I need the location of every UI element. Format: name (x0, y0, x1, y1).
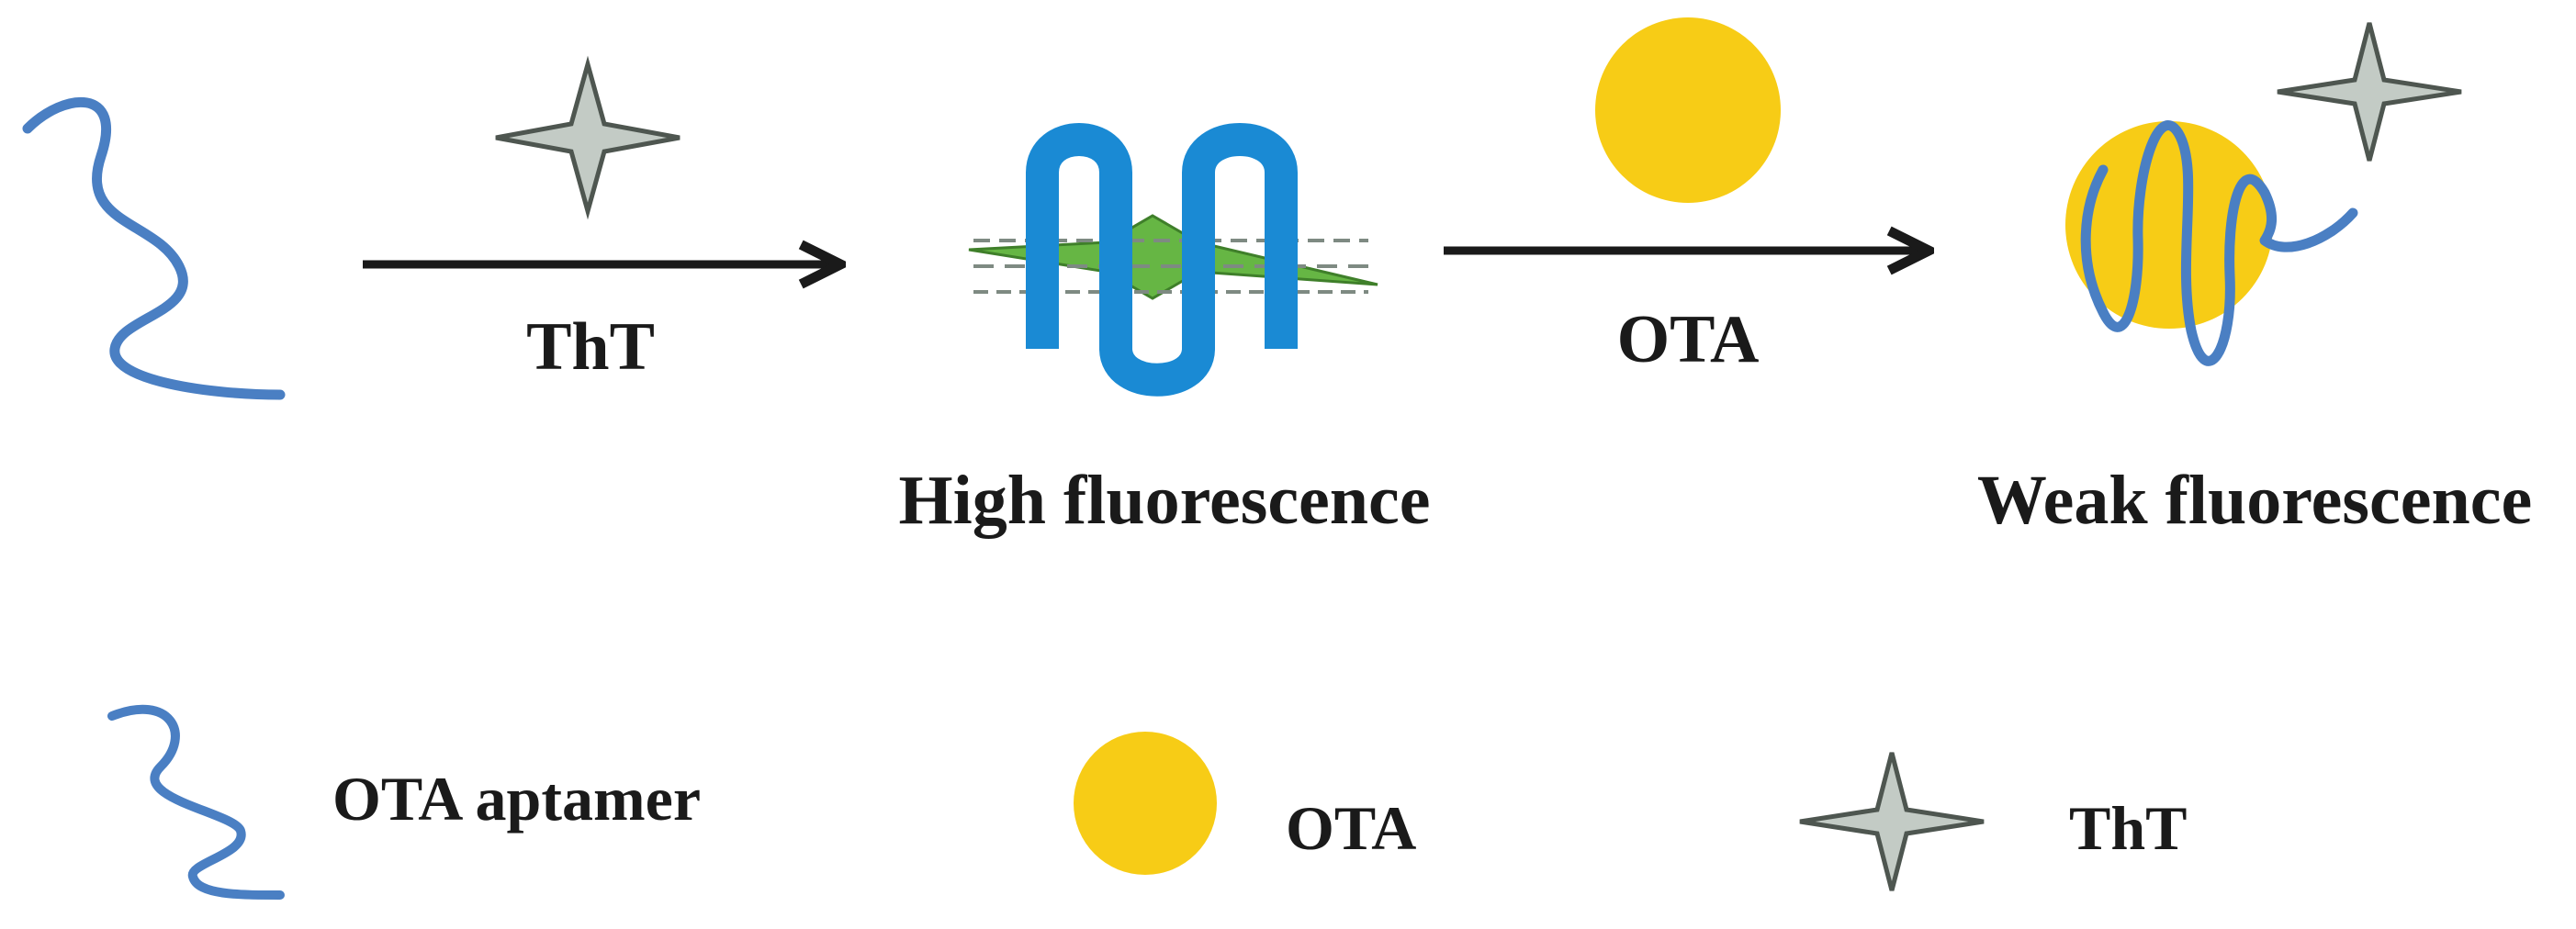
ota-circle-icon (1595, 17, 1781, 203)
tht-star-icon (495, 55, 681, 220)
ota-aptamer-complex-icon (2065, 22, 2462, 366)
tht-arrow-label: ThT (526, 309, 655, 385)
legend-aptamer-label: OTA aptamer (332, 764, 701, 834)
free-aptamer-icon (22, 96, 286, 400)
folded-aptamer (1026, 123, 1298, 397)
legend-tht-icon (1799, 752, 1985, 891)
legend-aptamer-icon (107, 704, 285, 900)
legend-ota-icon (1074, 732, 1217, 875)
legend-ota-label: OTA (1286, 793, 1416, 863)
weak-fluorescence-label: Weak fluorescence (1977, 462, 2532, 539)
legend-tht-label: ThT (2069, 793, 2188, 863)
ota-arrow-label: OTA (1617, 302, 1760, 377)
high-fluorescence-label: High fluorescence (898, 462, 1430, 539)
gquadruplex-tht-complex-icon (968, 123, 1378, 397)
released-tht-star (2277, 22, 2462, 162)
